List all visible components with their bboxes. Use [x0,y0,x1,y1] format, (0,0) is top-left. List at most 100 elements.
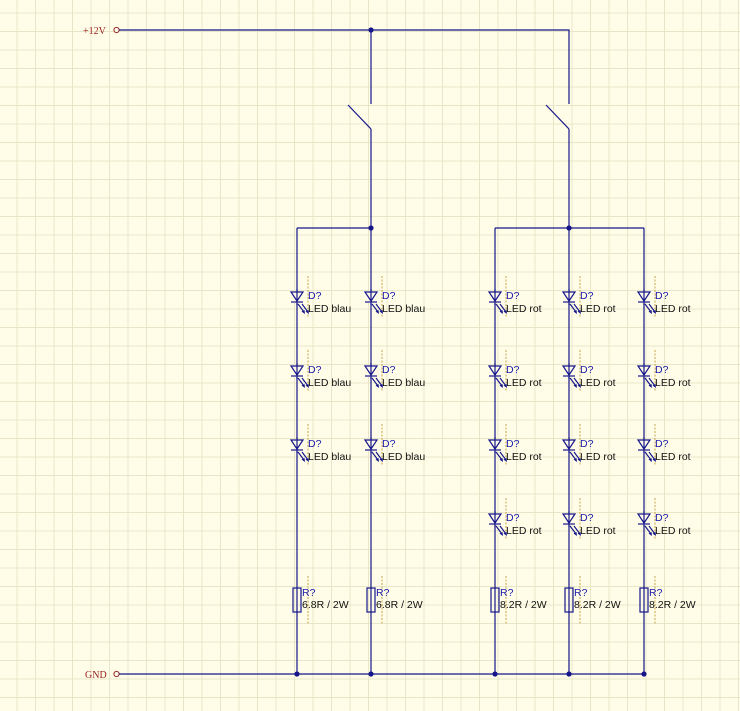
switch-2-lever [545,104,570,130]
led-light-arrowhead [573,310,577,314]
led-light-arrow [297,451,305,461]
led-light-arrow [573,451,581,461]
resistor-value: 8.2R / 2W [649,599,696,611]
led-light-arrowhead [503,532,507,536]
led-triangle [363,439,379,451]
led-light-arrowhead [652,458,656,462]
junction-ground [294,671,300,677]
led-light-arrowhead [577,458,581,462]
led-light-arrowhead [503,310,507,314]
led-light-arrow [375,303,383,313]
led-diode: D?LED rot [561,424,616,466]
resistor: R?8.2R / 2W [564,576,621,624]
port-terminal-gnd [113,670,120,678]
led-diode: D?LED blau [289,350,351,392]
led-diode: D?LED rot [487,424,542,466]
led-designator: D? [382,290,396,302]
led-triangle [487,365,503,377]
led-value: LED rot [655,303,691,315]
led-value: LED rot [580,451,616,463]
led-light-arrowhead [379,458,383,462]
led-light-arrow [569,525,577,535]
led-triangle [561,513,577,525]
led-light-arrow [499,525,507,535]
led-light-arrowhead [301,384,305,388]
led-triangle [636,291,652,303]
resistor-value: 6.8R / 2W [302,599,349,611]
led-value: LED rot [655,377,691,389]
led-triangle [363,291,379,303]
led-light-arrowhead [301,458,305,462]
led-light-arrow [499,451,507,461]
led-value: LED rot [506,451,542,463]
resistor-value: 6.8R / 2W [376,599,423,611]
led-light-arrowhead [499,458,503,462]
led-light-arrow [648,525,656,535]
led-light-arrow [573,525,581,535]
led-diode: D?LED blau [363,350,425,392]
led-designator: D? [655,512,669,524]
led-diode: D?LED rot [636,276,691,318]
led-light-arrowhead [375,384,379,388]
led-value: LED rot [580,525,616,537]
led-light-arrowhead [573,532,577,536]
led-light-arrow [644,525,652,535]
led-designator: D? [506,364,520,376]
led-designator: D? [308,364,322,376]
resistor-value: 8.2R / 2W [574,599,621,611]
led-value: LED rot [506,303,542,315]
led-value: LED blau [308,303,351,315]
led-diode: D?LED rot [636,350,691,392]
resistor-designator: R? [376,587,390,599]
led-triangle [289,291,305,303]
led-designator: D? [382,438,396,450]
led-light-arrow [301,303,309,313]
led-value: LED rot [655,451,691,463]
resistor-body [639,587,649,613]
led-light-arrowhead [379,384,383,388]
led-light-arrowhead [499,532,503,536]
led-light-arrow [573,303,581,313]
power-port-gnd: GND [85,670,120,681]
led-designator: D? [382,364,396,376]
led-diode: D?LED blau [363,424,425,466]
led-value: LED rot [506,525,542,537]
resistor: R?6.8R / 2W [366,576,423,624]
led-light-arrowhead [577,310,581,314]
led-light-arrowhead [305,384,309,388]
led-light-arrow [375,377,383,387]
led-value: LED blau [382,451,425,463]
led-diode: D?LED rot [487,276,542,318]
resistor-body [366,587,376,613]
resistor-designator: R? [574,587,588,599]
led-light-arrow [495,303,503,313]
led-value: LED blau [308,377,351,389]
led-light-arrow [301,377,309,387]
led-light-arrowhead [648,310,652,314]
led-designator: D? [655,438,669,450]
resistor-body [292,587,302,613]
led-light-arrow [648,377,656,387]
led-light-arrowhead [375,458,379,462]
port-label-12v: +12V [83,26,107,37]
led-triangle [561,365,577,377]
led-diode: D?LED blau [289,276,351,318]
led-light-arrowhead [305,458,309,462]
led-light-arrow [499,377,507,387]
led-triangle [636,365,652,377]
led-designator: D? [580,364,594,376]
led-light-arrow [495,377,503,387]
led-light-arrow [297,377,305,387]
junction-supply [368,27,374,33]
led-value: LED blau [382,377,425,389]
led-light-arrow [644,303,652,313]
led-light-arrowhead [648,384,652,388]
led-triangle [487,439,503,451]
resistor-body [564,587,574,613]
led-light-arrowhead [503,384,507,388]
led-light-arrow [573,377,581,387]
led-light-arrow [569,451,577,461]
